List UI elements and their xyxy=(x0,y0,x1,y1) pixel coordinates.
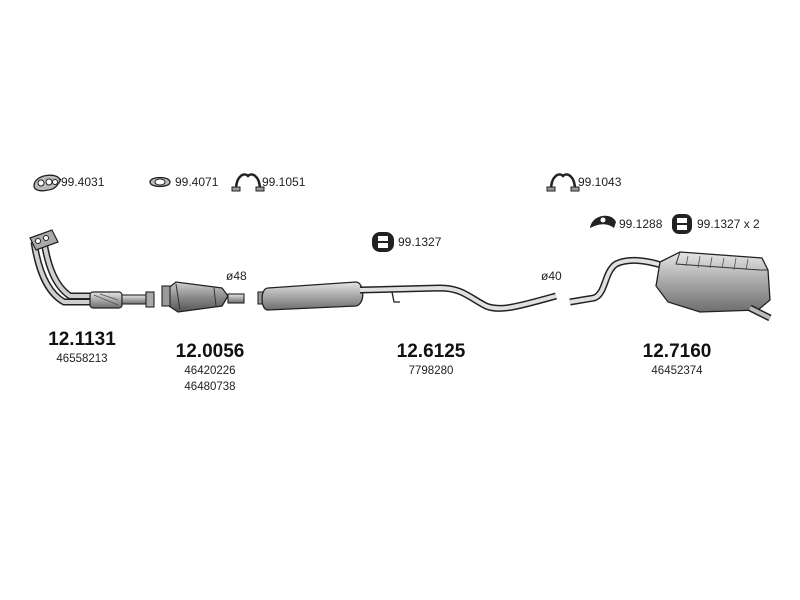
oem-number: 46420226 xyxy=(184,365,236,377)
part-number: 12.1131 xyxy=(48,329,116,350)
gasket-part-number: 99.4071 xyxy=(175,175,219,189)
front-pipe-drawing xyxy=(29,229,155,309)
part-number: 12.0056 xyxy=(175,341,245,362)
gasket-ring-icon xyxy=(149,176,171,188)
gasket-part-number: 99.4031 xyxy=(61,175,105,189)
gasket-three-hole-icon xyxy=(33,174,62,192)
mount-part-number: 99.1327 xyxy=(398,235,442,249)
middle-silencer-drawing xyxy=(257,281,557,312)
rubber-mount-icon xyxy=(672,214,692,234)
oem-number: 46558213 xyxy=(56,353,108,365)
rubber-mount-icon xyxy=(372,232,394,252)
rubber-hanger-icon xyxy=(590,215,616,228)
part-number: 12.7160 xyxy=(642,341,712,362)
pipe-diameter-label: ø40 xyxy=(541,269,562,283)
rear-silencer-drawing xyxy=(569,251,772,322)
oem-number: 46452374 xyxy=(651,365,703,377)
clamp-icon xyxy=(231,173,265,192)
hanger-part-number: 99.1288 xyxy=(619,217,663,231)
pipe-diameter-label: ø48 xyxy=(226,269,247,283)
part-number: 12.6125 xyxy=(396,341,466,362)
oem-number: 46480738 xyxy=(184,381,236,393)
clamp-part-number: 99.1043 xyxy=(578,175,622,189)
mount-part-number: 99.1327 x 2 xyxy=(697,217,760,231)
catalytic-converter-drawing xyxy=(161,281,245,313)
clamp-icon xyxy=(546,173,580,192)
oem-number: 7798280 xyxy=(408,365,454,377)
clamp-part-number: 99.1051 xyxy=(262,175,306,189)
